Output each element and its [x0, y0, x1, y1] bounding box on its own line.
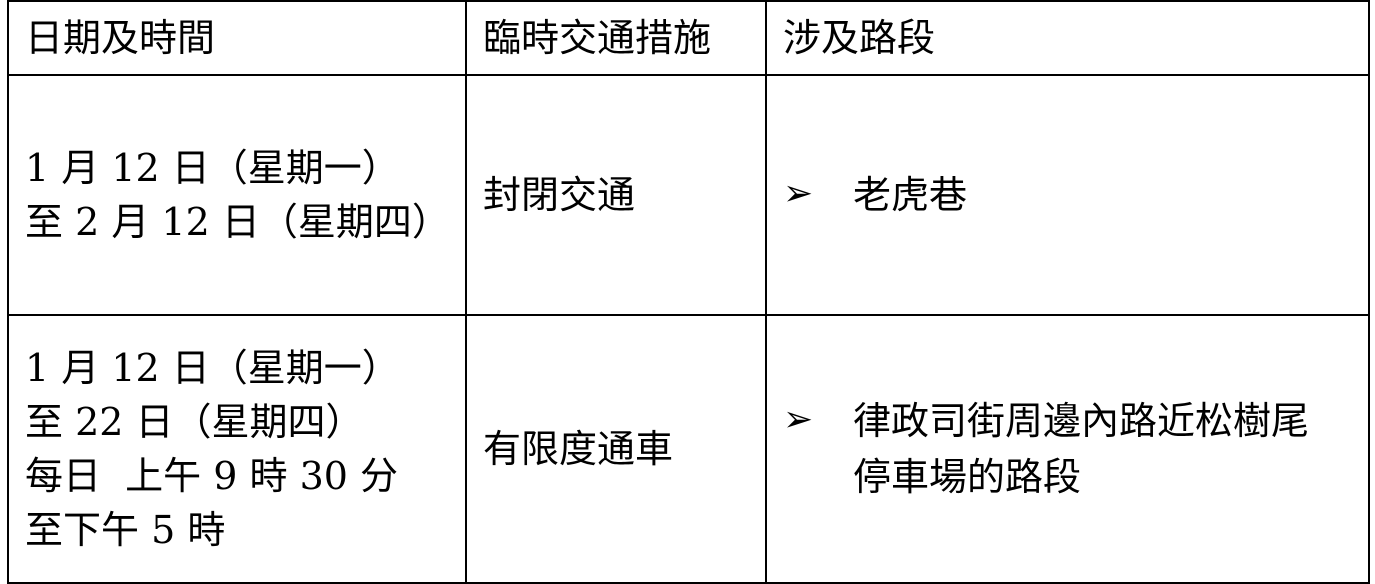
measure-cell: 封閉交通 [465, 74, 767, 316]
road-section-cell: ➢ 老虎巷 [765, 74, 1370, 316]
road-line: 停車場的路段 [853, 455, 1082, 499]
date-line: 1 月 12 日（星期一） [25, 146, 400, 190]
header-road-section-label: 涉及路段 [783, 16, 936, 60]
date-line: 1 月 12 日（星期一） [25, 346, 400, 390]
table-row: 1 月 12 日（星期一） 至 2 月 12 日（星期四） 封閉交通 ➢ 老虎巷 [7, 74, 1370, 316]
measure-text: 有限度通車 [483, 427, 674, 471]
date-line: 至下午 5 時 [25, 508, 226, 552]
road-section-cell: ➢ 律政司街周邊內路近松樹尾 停車場的路段 [765, 314, 1370, 584]
traffic-measures-table: 日期及時間 臨時交通措施 涉及路段 1 月 12 日（星期一） 至 2 月 12… [7, 0, 1370, 584]
road-section-text: 老虎巷 [853, 167, 1367, 223]
date-time-cell: 1 月 12 日（星期一） 至 2 月 12 日（星期四） [7, 74, 467, 316]
date-line: 至 2 月 12 日（星期四） [25, 200, 450, 244]
date-line: 每日 上午 9 時 30 分 [25, 454, 399, 498]
arrow-bullet-icon: ➢ [783, 173, 814, 214]
header-date-time: 日期及時間 [7, 0, 467, 76]
measure-text: 封閉交通 [483, 173, 636, 217]
road-line: 老虎巷 [853, 173, 968, 217]
date-line: 至 22 日（星期四） [25, 400, 364, 444]
date-time-cell: 1 月 12 日（星期一） 至 22 日（星期四） 每日 上午 9 時 30 分… [7, 314, 467, 584]
road-section-text: 律政司街周邊內路近松樹尾 停車場的路段 [853, 393, 1367, 505]
header-measure-label: 臨時交通措施 [483, 16, 712, 60]
measure-cell: 有限度通車 [465, 314, 767, 584]
table-header-row: 日期及時間 臨時交通措施 涉及路段 [7, 0, 1370, 76]
header-road-section: 涉及路段 [765, 0, 1370, 76]
header-measure: 臨時交通措施 [465, 0, 767, 76]
arrow-bullet-icon: ➢ [783, 399, 814, 440]
header-date-time-label: 日期及時間 [25, 16, 216, 60]
table-row: 1 月 12 日（星期一） 至 22 日（星期四） 每日 上午 9 時 30 分… [7, 314, 1370, 584]
road-line: 律政司街周邊內路近松樹尾 [853, 399, 1310, 443]
